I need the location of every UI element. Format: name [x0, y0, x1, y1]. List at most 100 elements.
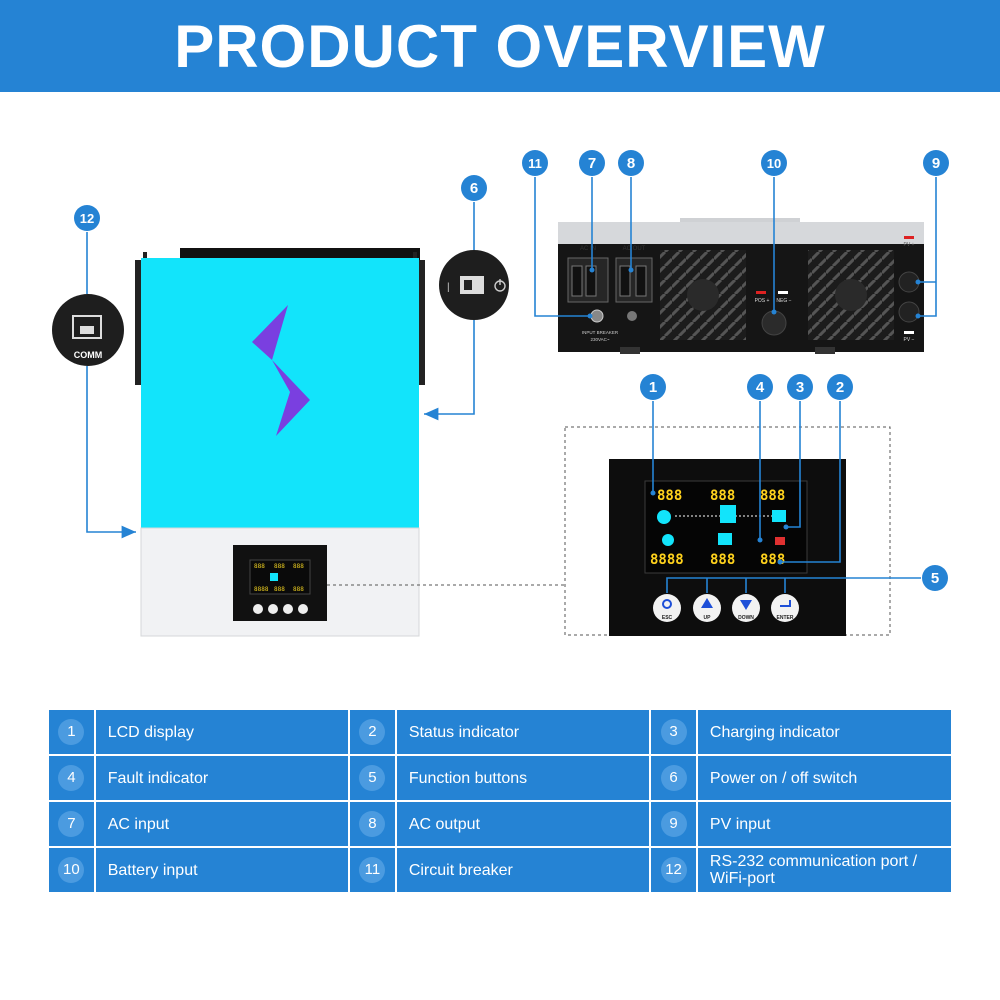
inverter-status-icon [720, 505, 736, 523]
table-row: 4 Fault indicator 5 Function buttons 6 P… [49, 756, 951, 800]
side-frame-left [135, 260, 141, 385]
zoom-frame [564, 426, 891, 636]
legend-label: AC input [95, 802, 349, 846]
svg-text:9: 9 [932, 155, 940, 172]
callout-1: 1 [640, 374, 666, 400]
grid-icon [657, 510, 671, 524]
callout-7: 7 [579, 150, 605, 176]
table-row: 7 AC input 8 AC output 9 PV input [49, 802, 951, 846]
svg-text:1: 1 [649, 379, 657, 396]
svg-text:11: 11 [528, 156, 542, 171]
svg-text:8888: 8888 [650, 552, 684, 568]
ethernet-port-icon [72, 315, 102, 339]
svg-text:PV +: PV + [904, 242, 915, 248]
mounting-bracket [180, 248, 420, 260]
battery-neg-marker [778, 291, 788, 294]
callout-10: 10 [761, 150, 787, 176]
svg-text:3: 3 [796, 379, 804, 396]
product-diagram: 888 888 888 8888 888 888 COMM | AC IN [52, 150, 949, 637]
header-banner: PRODUCT OVERVIEW [0, 0, 1000, 92]
svg-text:12: 12 [80, 211, 94, 226]
callout-8: 8 [618, 150, 644, 176]
svg-text:2: 2 [836, 379, 844, 396]
svg-text:NEG −: NEG − [776, 298, 791, 304]
svg-text:888: 888 [274, 563, 285, 570]
legend-number: 5 [359, 765, 386, 791]
side-frame-right [419, 260, 425, 385]
pv-negative-port [898, 301, 920, 323]
svg-text:DOWN: DOWN [738, 615, 754, 621]
callout-5: 5 [922, 565, 948, 591]
svg-text:POS +: POS + [755, 298, 770, 304]
brand-logo [252, 305, 288, 360]
svg-text:AC IN: AC IN [580, 246, 596, 252]
up-button[interactable]: UP [693, 594, 721, 622]
svg-text:|: | [447, 282, 450, 293]
svg-text:8888: 8888 [254, 586, 269, 593]
svg-text:10: 10 [767, 156, 781, 171]
home-load-icon [772, 510, 786, 522]
leader-lines [86, 177, 937, 593]
callout-12: 12 [74, 205, 100, 231]
svg-text:888: 888 [274, 586, 285, 593]
legend-number: 4 [58, 765, 85, 791]
legend-label: Battery input [95, 848, 349, 892]
circuit-breaker [590, 309, 604, 323]
page-title: PRODUCT OVERVIEW [174, 12, 826, 80]
svg-text:UP: UP [704, 615, 712, 621]
legend-number: 2 [359, 719, 386, 745]
chassis-top [558, 222, 924, 244]
svg-text:888: 888 [254, 563, 265, 570]
esc-button[interactable]: ESC [653, 594, 681, 622]
legend-number: 9 [660, 811, 687, 837]
legend-label: Fault indicator [95, 756, 349, 800]
svg-text:888: 888 [293, 586, 304, 593]
inverter-bottom-view: AC IN AC OUT INPUT BREAKER 230VAC~ POS +… [558, 218, 924, 354]
svg-text:AC OUT: AC OUT [623, 246, 646, 252]
legend-number: 7 [58, 811, 85, 837]
legend-number: 8 [359, 811, 386, 837]
solar-icon [662, 534, 674, 546]
battery-input-port [761, 310, 787, 336]
callout-9: 9 [923, 150, 949, 176]
svg-text:4: 4 [756, 379, 765, 396]
svg-text:888: 888 [710, 488, 735, 504]
svg-text:INPUT BREAKER: INPUT BREAKER [582, 330, 619, 335]
inverter-front-view: 888 888 888 8888 888 888 [135, 248, 425, 637]
legend-label: PV input [697, 802, 951, 846]
svg-text:888: 888 [760, 488, 785, 504]
svg-text:ENTER: ENTER [777, 615, 794, 621]
lcd-panel-zoomed: 888 888 888 8888 888 888 ESC UP DOWN [609, 459, 846, 636]
callout-11: 11 [522, 150, 548, 176]
down-button[interactable]: DOWN [732, 594, 760, 622]
legend-label: LCD display [95, 710, 349, 754]
enter-button[interactable]: ENTER [771, 594, 799, 622]
svg-text:5: 5 [931, 570, 939, 587]
callout-6: 6 [461, 175, 487, 201]
table-row: 1 LCD display 2 Status indicator 3 Charg… [49, 710, 951, 754]
legend-number: 6 [660, 765, 687, 791]
callout-3: 3 [787, 374, 813, 400]
svg-text:230VAC~: 230VAC~ [590, 337, 609, 342]
front-panel-top [141, 258, 419, 530]
legend-label: Charging indicator [697, 710, 951, 754]
svg-text:PV −: PV − [904, 337, 915, 343]
legend-number: 1 [58, 719, 85, 745]
legend-label: Status indicator [396, 710, 650, 754]
legend-number: 3 [660, 719, 687, 745]
ground-screw [627, 311, 637, 321]
svg-text:6: 6 [470, 180, 478, 197]
svg-text:888: 888 [293, 563, 304, 570]
fault-icon [775, 537, 785, 545]
svg-text:COMM: COMM [74, 350, 103, 360]
legend-label: AC output [396, 802, 650, 846]
battery-pos-marker [756, 291, 766, 294]
svg-text:888: 888 [710, 552, 735, 568]
svg-text:7: 7 [588, 155, 596, 172]
svg-text:888: 888 [657, 488, 682, 504]
leader-dots [587, 267, 921, 565]
power-switch-bubble: | [439, 250, 509, 320]
svg-text:888: 888 [760, 552, 785, 568]
table-row: 10 Battery input 11 Circuit breaker 12 R… [49, 848, 951, 892]
legend-label: Function buttons [396, 756, 650, 800]
